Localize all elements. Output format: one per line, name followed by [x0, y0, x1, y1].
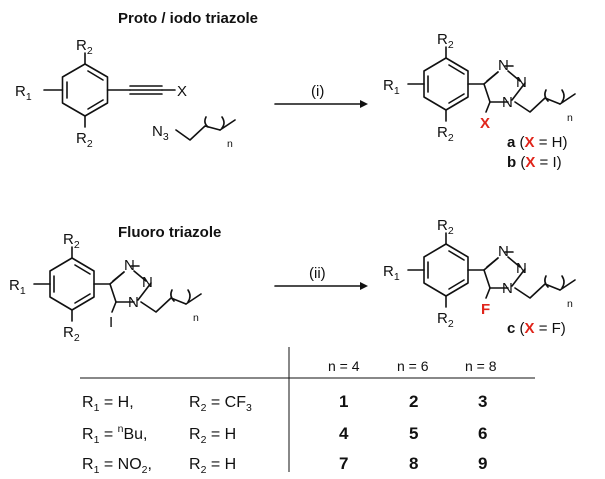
label-N: N	[516, 260, 527, 277]
table-row-r1: R1 = nBu,	[82, 423, 148, 446]
table-row-r1: R1 = H,	[82, 394, 134, 414]
step-label-ii: (ii)	[309, 265, 326, 282]
table-cell: 4	[339, 424, 349, 443]
product-label-c: c (X = F)	[507, 320, 566, 337]
label-N: N	[502, 94, 513, 111]
table-cell: 9	[478, 454, 487, 473]
compound-table	[80, 347, 535, 472]
label-R: R2	[437, 124, 454, 144]
table-row-r2: R2 = H	[189, 426, 236, 446]
azide-chain	[175, 116, 236, 141]
label-N: N	[128, 294, 139, 311]
label-F-highlight: F	[481, 301, 490, 318]
label-n: n	[227, 138, 233, 150]
label-R: R1	[15, 83, 32, 103]
label-N: N	[498, 243, 509, 260]
product-label-b: b (X = I)	[507, 154, 562, 171]
table-cell: 8	[409, 454, 418, 473]
table-row-r2: R2 = H	[189, 456, 236, 476]
label-R: R1	[383, 263, 400, 283]
table-cell: 7	[339, 454, 348, 473]
table-cell: 5	[409, 424, 418, 443]
label-n: n	[193, 312, 199, 324]
reaction-arrow-i	[274, 100, 368, 108]
table-row-r1: R1 = NO2,	[82, 456, 152, 476]
label-R: R2	[76, 130, 93, 150]
label-N: N	[498, 57, 509, 74]
product-triazole-top	[407, 46, 576, 122]
section-title-fluoro: Fluoro triazole	[118, 224, 221, 241]
label-R: R2	[437, 310, 454, 330]
label-n: n	[567, 298, 573, 310]
step-label-i: (i)	[311, 83, 324, 100]
label-azide: N3	[152, 123, 169, 143]
label-I: I	[109, 314, 113, 331]
table-header-n6: n = 6	[397, 358, 429, 374]
label-R: R2	[437, 217, 454, 237]
label-R: R2	[63, 324, 80, 344]
label-N: N	[502, 280, 513, 297]
table-cell: 3	[478, 392, 487, 411]
product-label-a: a (X = H)	[507, 134, 567, 151]
label-R: R1	[9, 277, 26, 297]
label-N: N	[142, 274, 153, 291]
reactant-aryl-alkyne	[43, 52, 176, 128]
section-title-proto-iodo: Proto / iodo triazole	[118, 10, 258, 27]
label-N: N	[516, 74, 527, 91]
label-R: R2	[76, 37, 93, 57]
table-row-r2: R2 = CF3	[189, 394, 252, 414]
label-N: N	[124, 257, 135, 274]
label-R: R1	[383, 77, 400, 97]
reactant-iodotriazole	[33, 246, 202, 322]
label-R: R2	[63, 231, 80, 251]
table-cell: 6	[478, 424, 487, 443]
reaction-arrow-ii	[274, 282, 368, 290]
label-n: n	[567, 112, 573, 124]
label-R: R2	[437, 31, 454, 51]
table-cell: 2	[409, 392, 418, 411]
table-header-n8: n = 8	[465, 358, 497, 374]
table-header-n4: n = 4	[328, 358, 360, 374]
label-X: X	[177, 83, 187, 100]
label-X-highlight: X	[480, 115, 490, 132]
table-cell: 1	[339, 392, 348, 411]
product-fluorotriazole	[407, 232, 576, 308]
